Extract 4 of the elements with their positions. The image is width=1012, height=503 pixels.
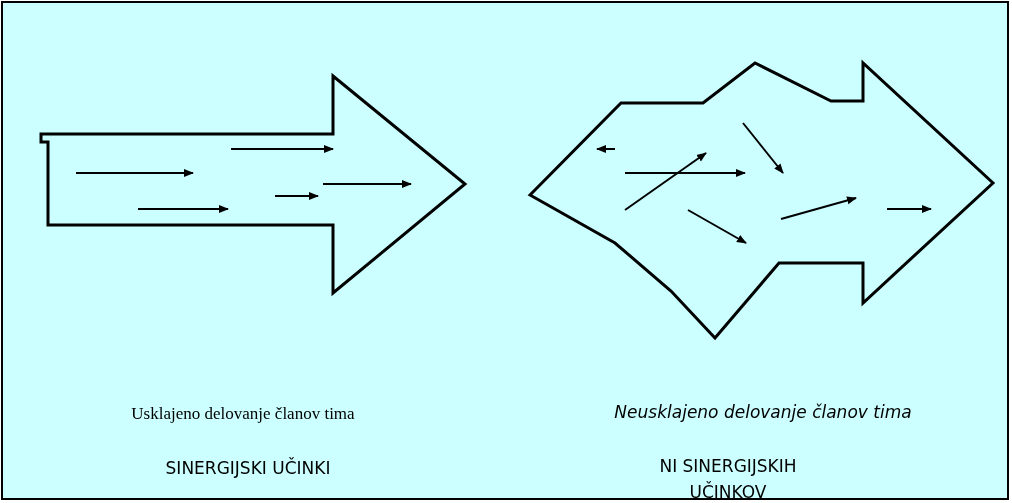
caption-text: SINERGIJSKI UČINKI bbox=[164, 456, 332, 480]
caption-text: Usklajeno delovanje članov tima bbox=[130, 403, 356, 425]
caption-text: Neusklajeno delovanje članov tima bbox=[613, 401, 913, 424]
caption-text: NI SINERGIJSKIH UČINKOV bbox=[658, 455, 798, 501]
